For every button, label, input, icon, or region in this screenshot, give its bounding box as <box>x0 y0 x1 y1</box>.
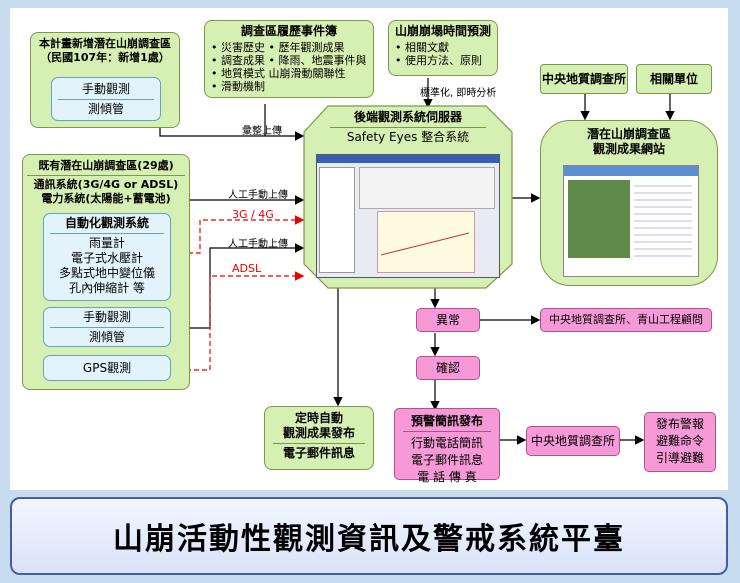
scheduled-box: 定時自動 觀測成果發布 電子郵件訊息 <box>264 406 374 470</box>
existing-title: 既有潛在山崩調查區(29處) <box>38 159 174 172</box>
connector-layer <box>159 78 675 445</box>
server-screenshot <box>316 154 500 278</box>
new-sites-title: 本計畫新增潛在山崩調查區 <box>39 37 171 50</box>
label-adsl: ADSL <box>232 262 262 275</box>
warning-item: 電 話 傳 真 <box>417 470 477 484</box>
forecast-list: 相關文獻 使用方法、原則 <box>389 41 497 67</box>
new-sites-tube-label: 測傾管 <box>87 102 124 116</box>
related-units-label: 相關單位 <box>649 72 698 86</box>
label-upload: 彙整上傳 <box>242 126 282 137</box>
auto-item: 雨量計 <box>88 236 125 250</box>
label-manual-upload-1: 人工手動上傳 <box>228 190 288 201</box>
anomaly-target-label: 中央地質調查所、青山工程顧問 <box>549 313 703 326</box>
new-sites-subtitle: （民國107年：新增1處） <box>40 50 170 64</box>
confirm-label: 確認 <box>435 361 460 375</box>
anomaly-label: 異常 <box>435 313 460 327</box>
website-title-1: 潛在山崩調查區 <box>586 127 671 141</box>
existing-sites-box: 既有潛在山崩調查區(29處) 通訊系統(3G/4G or ADSL) 電力系統(… <box>22 154 190 390</box>
anomaly-box: 異常 <box>416 308 480 332</box>
website-title-2: 觀測成果網站 <box>592 142 665 156</box>
forecast-item: 使用方法、原則 <box>395 54 497 67</box>
banner-title: 山崩活動性觀測資訊及警戒系統平臺 <box>10 497 728 575</box>
scheduled-line-3: 電子郵件訊息 <box>282 446 355 460</box>
gps-box: GPS觀測 <box>43 355 171 381</box>
cgs-bottom-label: 中央地質調查所 <box>530 434 615 448</box>
auto-item: 電子式水壓計 <box>70 251 143 265</box>
label-manual-upload-2: 人工手動上傳 <box>228 239 288 250</box>
existing-manual-label: 手動觀測 <box>82 310 131 324</box>
warning-item: 行動電話簡訊 <box>410 436 483 450</box>
forecast-item: 相關文獻 <box>395 41 497 54</box>
scheduled-line-1: 定時自動 <box>294 411 343 425</box>
history-item: 地質模式 山崩滑動關聯性 <box>211 67 373 80</box>
label-3g4g: 3G / 4G <box>232 208 274 221</box>
history-box: 調查區履歷事件簿 災害歷史 • 歷年觀測成果 調查成果 • 降雨、地震事件與 地… <box>204 20 374 98</box>
history-title: 調查區履歷事件簿 <box>240 24 337 38</box>
warning-item: 電子郵件訊息 <box>410 453 483 467</box>
existing-comm: 通訊系統(3G/4G or ADSL) <box>33 177 179 191</box>
history-item: 災害歷史 • 歷年觀測成果 <box>211 41 373 54</box>
scheduled-line-2: 觀測成果發布 <box>282 426 355 440</box>
banner-text: 山崩活動性觀測資訊及警戒系統平臺 <box>113 522 625 557</box>
diagram-canvas: 本計畫新增潛在山崩調查區 （民國107年：新增1處） 手動觀測 測傾管 調查區履… <box>10 8 728 490</box>
history-item: 滑動機制 <box>211 80 373 93</box>
confirm-box: 確認 <box>416 356 480 380</box>
warning-title: 預警簡訊發布 <box>410 414 483 428</box>
cgs-bottom-box: 中央地質調查所 <box>526 426 620 456</box>
label-analysis: 標準化, 即時分析 <box>420 88 497 99</box>
auto-title: 自動化觀測系統 <box>64 216 149 230</box>
new-sites-manual-label: 手動觀測 <box>81 82 130 96</box>
website-screenshot <box>563 165 699 277</box>
existing-power: 電力系統(太陽能+蓄電池) <box>41 191 171 205</box>
anomaly-target-box: 中央地質調查所、青山工程顧問 <box>540 308 712 332</box>
gps-label: GPS觀測 <box>82 361 132 375</box>
new-sites-box: 本計畫新增潛在山崩調查區 （民國107年：新增1處） 手動觀測 測傾管 <box>30 32 180 128</box>
warning-box: 預警簡訊發布 行動電話簡訊 電子郵件訊息 電 話 傳 真 <box>394 408 500 484</box>
history-list: 災害歷史 • 歷年觀測成果 調查成果 • 降雨、地震事件與 地質模式 山崩滑動關… <box>205 41 373 93</box>
new-sites-manual-box: 手動觀測 測傾管 <box>51 77 161 121</box>
action-item: 引導避難 <box>655 451 704 465</box>
website-box: 潛在山崩調查區 觀測成果網站 <box>540 120 718 286</box>
arrow-adsl <box>170 271 305 371</box>
forecast-title: 山崩崩塌時間預測 <box>394 24 491 38</box>
actions-box: 發布警報 避難命令 引導避難 <box>644 412 716 472</box>
auto-item: 孔內伸縮計 等 <box>69 281 145 295</box>
history-item: 調查成果 • 降雨、地震事件與 <box>211 54 373 67</box>
auto-item: 多點式地中變位儀 <box>58 266 155 280</box>
cgs-top-box: 中央地質調查所 <box>540 64 628 94</box>
server-chart-thumb <box>380 232 470 256</box>
forecast-box: 山崩崩塌時間預測 相關文獻 使用方法、原則 <box>388 20 498 76</box>
server-title: 後端觀測系統伺服器 <box>353 110 462 124</box>
action-item: 發布警報 <box>655 417 704 431</box>
server-sub: Safety Eyes 整合系統 <box>346 130 470 144</box>
cgs-top-label: 中央地質調查所 <box>541 72 626 86</box>
action-item: 避難命令 <box>655 434 704 448</box>
related-units-box: 相關單位 <box>636 64 712 94</box>
existing-tube-label: 測傾管 <box>88 330 125 344</box>
server-label: 後端觀測系統伺服器 Safety Eyes 整合系統 <box>310 110 506 150</box>
existing-manual-box: 手動觀測 測傾管 <box>43 307 171 347</box>
auto-system-box: 自動化觀測系統 雨量計 電子式水壓計 多點式地中變位儀 孔內伸縮計 等 <box>43 213 171 301</box>
arrow-3g4g <box>180 215 305 254</box>
